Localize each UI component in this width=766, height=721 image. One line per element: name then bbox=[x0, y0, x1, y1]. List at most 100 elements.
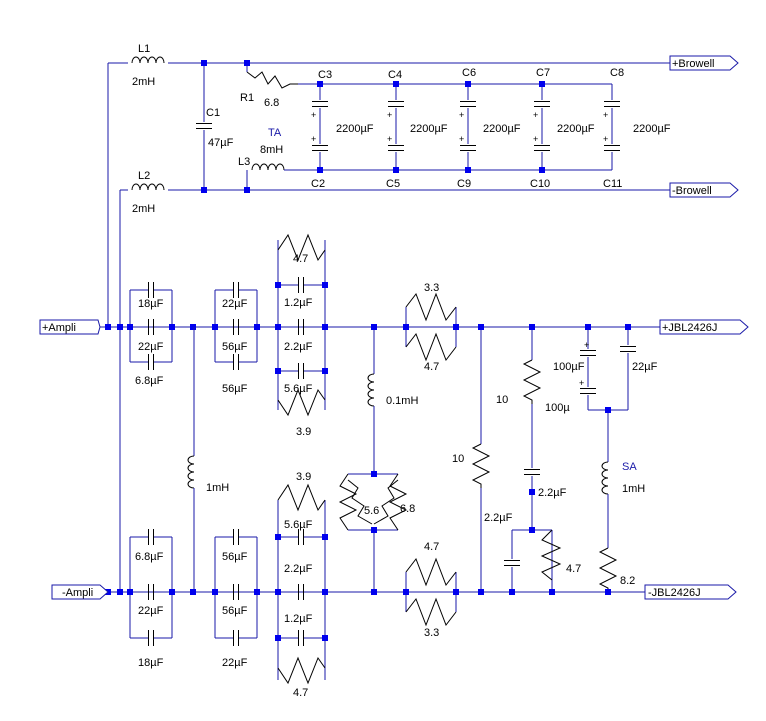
value-bank-1: 2200µF bbox=[336, 123, 374, 135]
resistor-8.2 bbox=[599, 547, 617, 593]
value-f56: 5.6µF bbox=[284, 519, 313, 531]
label-C10: C10 bbox=[530, 178, 550, 190]
label-C1: C1 bbox=[206, 107, 220, 119]
value-bank-2: 2200µF bbox=[410, 123, 448, 135]
value-l01: 0.1mH bbox=[386, 395, 418, 407]
value-e56a: 56µF bbox=[222, 551, 248, 563]
label-C8: C8 bbox=[610, 67, 624, 79]
value-b56a: 56µF bbox=[222, 341, 248, 353]
svg-text:+: + bbox=[584, 340, 589, 350]
label-C2: C2 bbox=[311, 178, 325, 190]
label-L1: L1 bbox=[138, 43, 150, 55]
value-c100a: 100µF bbox=[553, 361, 585, 373]
value-a68: 6.8µF bbox=[135, 375, 164, 387]
value-r33: 3.3 bbox=[424, 282, 439, 294]
value-r47b: 4.7 bbox=[566, 563, 581, 575]
value-a18: 18µF bbox=[138, 298, 164, 310]
value-a22: 22µF bbox=[138, 341, 164, 353]
value-l1m2: 1mH bbox=[622, 483, 645, 495]
resistor-R1 bbox=[246, 71, 298, 89]
tag-SA: SA bbox=[622, 461, 637, 473]
label-C5: C5 bbox=[386, 178, 400, 190]
port-ampli-pos[interactable]: +Ampli bbox=[39, 319, 101, 335]
value-c39: 3.9 bbox=[296, 426, 311, 438]
inductor-0.1mH bbox=[367, 373, 375, 407]
value-r10b: 10 bbox=[452, 453, 464, 465]
label-R1: R1 bbox=[240, 92, 254, 104]
value-f47: 4.7 bbox=[293, 687, 308, 699]
value-d18: 18µF bbox=[138, 657, 164, 669]
resistor-10-shunt bbox=[472, 443, 490, 489]
value-f22: 2.2µF bbox=[284, 563, 313, 575]
inductor-L2 bbox=[131, 183, 165, 191]
port-jbl-neg[interactable]: -JBL2426J bbox=[644, 584, 737, 600]
label-C7: C7 bbox=[536, 67, 550, 79]
value-f39: 3.9 bbox=[296, 471, 311, 483]
svg-text:+: + bbox=[603, 134, 608, 144]
svg-text:-Browell: -Browell bbox=[672, 185, 712, 197]
capacitor-bank: + + + + + + + + + + C3 C4 C6 C7 C8 2200µF 220… bbox=[311, 67, 671, 190]
svg-text:+: + bbox=[311, 134, 316, 144]
tag-L3: TA bbox=[268, 127, 282, 139]
port-ampli-neg[interactable]: -Ampli bbox=[51, 584, 109, 600]
svg-text:+JBL2426J: +JBL2426J bbox=[662, 322, 717, 334]
svg-text:+: + bbox=[311, 110, 316, 120]
svg-text:+: + bbox=[533, 134, 538, 144]
svg-text:+: + bbox=[459, 134, 464, 144]
value-r47: 4.7 bbox=[424, 361, 439, 373]
svg-text:+Browell: +Browell bbox=[672, 58, 715, 70]
value-c47: 4.7 bbox=[293, 253, 308, 265]
value-L3: 8mH bbox=[260, 144, 283, 156]
value-g33: 3.3 bbox=[424, 627, 439, 639]
value-c22b: 2.2µF bbox=[538, 487, 567, 499]
svg-text:+: + bbox=[459, 110, 464, 120]
value-bank-5: 2200µF bbox=[633, 123, 671, 135]
inductor-1mH bbox=[187, 455, 195, 489]
value-d22: 22µF bbox=[138, 605, 164, 617]
value-d68: 6.8µF bbox=[135, 551, 164, 563]
port-browell-neg[interactable]: -Browell bbox=[669, 182, 739, 198]
value-c12: 1.2µF bbox=[284, 297, 313, 309]
value-b56b: 56µF bbox=[222, 383, 248, 395]
value-bank-4: 2200µF bbox=[557, 123, 595, 135]
svg-text:+: + bbox=[533, 110, 538, 120]
resistor-10-series bbox=[523, 359, 541, 405]
value-c22c: 2.2µF bbox=[484, 512, 513, 524]
svg-text:-Ampli: -Ampli bbox=[62, 587, 93, 599]
capacitor-C1 bbox=[195, 123, 213, 129]
value-r56: 5.6 bbox=[364, 505, 379, 517]
label-C4: C4 bbox=[388, 69, 402, 81]
port-browell-pos[interactable]: +Browell bbox=[669, 55, 739, 71]
value-r82: 8.2 bbox=[620, 575, 635, 587]
value-R1: 6.8 bbox=[264, 97, 279, 109]
value-e22: 22µF bbox=[222, 657, 248, 669]
label-C9: C9 bbox=[457, 178, 471, 190]
svg-text:+: + bbox=[603, 110, 608, 120]
svg-text:+: + bbox=[579, 378, 584, 388]
label-L3: L3 bbox=[238, 156, 250, 168]
label-C3: C3 bbox=[318, 69, 332, 81]
label-C11: C11 bbox=[603, 178, 622, 190]
jbl-positive-rail: 18µF 22µF 6.8µF 22µF 56µF 56µF 4.7 1.2µF… bbox=[39, 233, 749, 593]
value-r68: 6.8 bbox=[400, 503, 415, 515]
browell-section: L1 2mH L2 2mH C1 47µF R1 6.8 TA 8mH L3 bbox=[107, 43, 739, 592]
value-L1: 2mH bbox=[132, 76, 155, 88]
port-jbl-pos[interactable]: +JBL2426J bbox=[659, 319, 749, 335]
value-bank-3: 2200µF bbox=[483, 123, 521, 135]
value-c56: 5.6µF bbox=[284, 383, 313, 395]
inductor-L3 bbox=[251, 163, 285, 171]
inductor-L1 bbox=[131, 56, 165, 64]
jbl-negative-rail: 1mH 6.8µF 22µF 18µF 56µF 56µF 22µF bbox=[51, 327, 737, 699]
value-l1m: 1mH bbox=[206, 482, 229, 494]
value-L2: 2mH bbox=[132, 203, 155, 215]
label-L2: L2 bbox=[138, 170, 150, 182]
value-f12: 1.2µF bbox=[284, 613, 313, 625]
svg-text:+: + bbox=[387, 134, 392, 144]
label-C6: C6 bbox=[462, 67, 476, 79]
svg-text:+: + bbox=[387, 110, 392, 120]
inductor-SA bbox=[601, 461, 609, 495]
value-g47: 4.7 bbox=[424, 541, 439, 553]
value-c22: 2.2µF bbox=[284, 341, 313, 353]
svg-text:-JBL2426J: -JBL2426J bbox=[648, 587, 701, 599]
